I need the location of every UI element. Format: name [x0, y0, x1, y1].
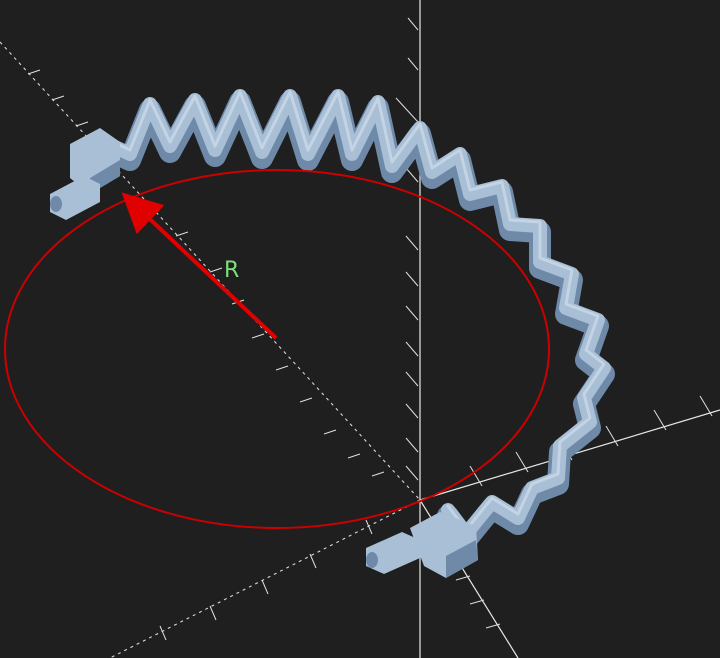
lower-left-ticks — [159, 519, 373, 641]
pin-hole-top — [50, 196, 62, 212]
tick — [405, 271, 419, 287]
tick — [251, 333, 265, 339]
tick — [605, 425, 619, 447]
tick — [405, 465, 419, 481]
tick — [485, 623, 501, 629]
tick — [51, 95, 65, 101]
tick — [323, 429, 337, 435]
tick — [309, 553, 317, 569]
connector-pin-bottom — [366, 532, 420, 574]
tick — [159, 625, 167, 641]
tick — [653, 409, 667, 431]
tick — [209, 605, 217, 621]
tick — [405, 167, 419, 183]
tick — [405, 235, 419, 251]
radius-arrow — [121, 192, 278, 340]
radius-annotation: R — [4, 169, 550, 529]
tick — [175, 231, 189, 237]
tick — [405, 341, 419, 357]
diagonal-ticks — [27, 69, 385, 477]
tick — [455, 575, 471, 581]
tick — [371, 471, 385, 477]
right-axis-ticks — [469, 395, 713, 487]
lower-left-axis-dashed — [109, 499, 421, 658]
tick — [469, 599, 485, 605]
tick — [209, 267, 223, 273]
tick — [405, 437, 419, 453]
tick — [405, 403, 419, 419]
tick — [469, 465, 483, 487]
radius-circle — [4, 169, 550, 529]
vertical-ticks — [395, 17, 419, 481]
spring-highlight — [98, 90, 606, 532]
tick — [395, 97, 419, 123]
end-block-bottom-side — [446, 540, 478, 578]
tick — [405, 371, 419, 387]
tick — [699, 395, 713, 417]
tick — [405, 305, 419, 321]
tick — [75, 121, 89, 127]
pin-hole-bottom — [366, 552, 378, 568]
end-connector-top[interactable] — [50, 128, 120, 220]
end-connector-bottom[interactable] — [366, 512, 478, 578]
connector-pin-top — [50, 176, 100, 220]
radius-label: R — [224, 258, 239, 283]
tick — [261, 579, 269, 595]
spring-depth — [89, 91, 615, 551]
lower-diagonal-ticks — [455, 575, 501, 629]
diagonal-axis-dashed — [0, 41, 421, 501]
tick — [275, 365, 289, 371]
tick — [407, 17, 419, 31]
tick — [347, 453, 361, 459]
spring-ring-model[interactable] — [50, 89, 615, 578]
tick — [515, 451, 529, 473]
tick — [27, 69, 41, 75]
tick — [407, 57, 419, 71]
tick — [299, 397, 313, 403]
tick — [365, 519, 373, 535]
